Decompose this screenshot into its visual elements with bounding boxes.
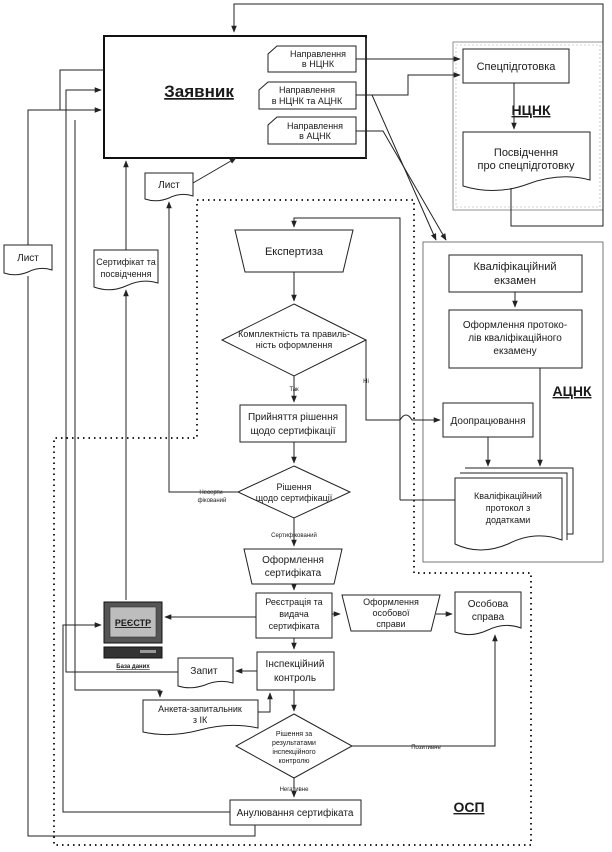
prepare-certificate-line1: Оформлення	[262, 554, 324, 566]
registry-label: РЕЄСТР	[115, 618, 151, 628]
personal-file-prep-line3: справи	[376, 619, 405, 629]
direction-atsnk-doc: Направлення в АЦНК	[267, 116, 357, 145]
ntsnk-label: НЦНК	[512, 102, 551, 118]
inspection-decision-line2: результатами	[272, 740, 316, 747]
osp-label: ОСП	[453, 799, 484, 815]
certificate-doc-line1: Сертифікат та	[96, 257, 155, 267]
qualification-exam-line1: Кваліфікаційний	[473, 261, 556, 273]
certificate-doc-line2: посвідчення	[101, 269, 152, 279]
request-doc: Запит	[177, 657, 234, 689]
direction-atsnk-line2: в АЦНК	[299, 131, 331, 141]
completeness-line1: Комплектність та правиль-	[238, 329, 350, 339]
direction-both-doc: Направлення в НЦНК та АЦНК	[258, 81, 357, 110]
certification-decision: Рішення щодо сертифікації	[236, 465, 352, 519]
exam-protocols-line3: екзамену	[493, 346, 536, 357]
decision-making-line1: Прийняття рішення	[248, 412, 338, 423]
certificate-doc: Сертифікат та посвідчення	[93, 249, 159, 291]
questionnaire-doc: Анкета-запитальник з ІК	[142, 699, 259, 736]
osp-region-border	[53, 199, 532, 846]
prepare-certificate-box: Оформлення сертифіката	[243, 548, 343, 585]
direction-both-line1: Направлення	[279, 85, 335, 95]
register-issue-line3: сертифіката	[269, 621, 320, 631]
direction-atsnk-line1: Направлення	[287, 121, 343, 131]
qualification-exam-line2: екзамен	[494, 275, 536, 287]
register-issue-line2: видача	[279, 609, 309, 619]
letter-left-doc: Лист	[3, 244, 53, 276]
qualification-exam-box: Кваліфікаційний екзамен	[448, 254, 583, 293]
qualification-protocol-line3: додатками	[486, 515, 531, 525]
personal-file-line1: Особова	[468, 598, 509, 610]
completeness-decision: Комплектність та правиль- ність оформлен…	[220, 303, 368, 377]
inspection-decision-line4: контролю	[278, 758, 309, 765]
rework-box: Доопрацювання	[442, 402, 534, 438]
certification-decision-line2: щодо сертифікації	[256, 493, 333, 503]
atsnk-region-border	[422, 241, 604, 563]
not-certified-line2: фікований	[198, 497, 227, 504]
inspection-decision: Рішення за результатами інспекційного ко…	[234, 713, 354, 779]
training-label: Спецпідготовка	[477, 61, 557, 73]
connector-lines	[27, 3, 604, 837]
letter-top-label: Лист	[158, 180, 180, 191]
direction-ntsnk-line2: в НЦНК	[302, 59, 335, 69]
certification-decision-line1: Рішення	[276, 482, 311, 492]
expertise-box: Експертиза	[234, 229, 354, 273]
exam-protocols-line2: лів кваліфікаційного	[468, 332, 562, 344]
exam-protocols-line1: Оформлення протоко-	[463, 319, 567, 331]
direction-ntsnk-line1: Направлення	[290, 49, 346, 59]
inspection-line1: Інспекційний	[266, 659, 325, 670]
letter-top-doc: Лист	[144, 172, 194, 202]
personal-file-line2: справа	[472, 612, 505, 623]
request-label: Запит	[190, 666, 218, 677]
inspection-box: Інспекційний контроль	[256, 651, 335, 691]
applicant-title: Заявник	[164, 82, 234, 101]
training-certificate-line1: Посвідчення	[494, 147, 558, 159]
database-label: База даних	[116, 664, 150, 670]
positive-label: Позитивне	[411, 745, 441, 751]
not-certified-line1: Несерти-	[199, 490, 224, 496]
cancel-certificate-box: Анулювання сертифіката	[229, 799, 362, 826]
decision-making-box: Прийняття рішення щодо сертифікації	[239, 404, 347, 443]
qualification-protocol-line2: протокол з	[486, 503, 530, 513]
inspection-line2: контроль	[274, 673, 316, 684]
register-issue-line1: Реєстрація та	[265, 597, 322, 607]
cancel-certificate-label: Анулювання сертифіката	[237, 807, 354, 819]
personal-file-doc: Особова справа	[454, 591, 522, 636]
decision-making-line2: щодо сертифікації	[250, 425, 335, 437]
training-box: Спецпідготовка	[462, 48, 570, 84]
inspection-decision-line1: Рішення за	[276, 730, 312, 738]
prepare-certificate-line2: сертифіката	[265, 567, 322, 579]
exam-protocols-box: Оформлення протоко- лів кваліфікаційного…	[448, 309, 583, 369]
personal-file-prep-box: Оформлення особової справи	[341, 594, 441, 632]
questionnaire-line1: Анкета-запитальник	[158, 704, 242, 714]
questionnaire-line2: з ІК	[193, 715, 208, 725]
expertise-label: Експертиза	[265, 246, 324, 258]
register-issue-box: Реєстрація та видача сертифіката	[255, 592, 333, 639]
personal-file-prep-line1: Оформлення	[363, 597, 419, 607]
qualification-protocol-doc: Кваліфікаційний протокол з додатками	[454, 467, 574, 551]
personal-file-prep-line2: особової	[373, 608, 410, 618]
direction-both-line2: в НЦНК та АЦНК	[272, 96, 343, 106]
registry-computer-icon: РЕЄСТР База даних	[103, 601, 163, 670]
training-certificate-line2: про спецпідготовку	[478, 160, 575, 172]
training-certificate-doc: Посвідчення про спецпідготовку	[462, 131, 591, 192]
qualification-protocol-line1: Кваліфікаційний	[474, 491, 542, 501]
direction-ntsnk-doc: Направлення в НЦНК	[267, 45, 357, 73]
rework-label: Доопрацювання	[451, 416, 526, 427]
letter-left-label: Лист	[17, 253, 39, 264]
completeness-line2: ність оформлення	[256, 340, 333, 350]
inspection-decision-line3: інспекційного	[272, 748, 315, 756]
atsnk-label: АЦНК	[553, 383, 592, 399]
